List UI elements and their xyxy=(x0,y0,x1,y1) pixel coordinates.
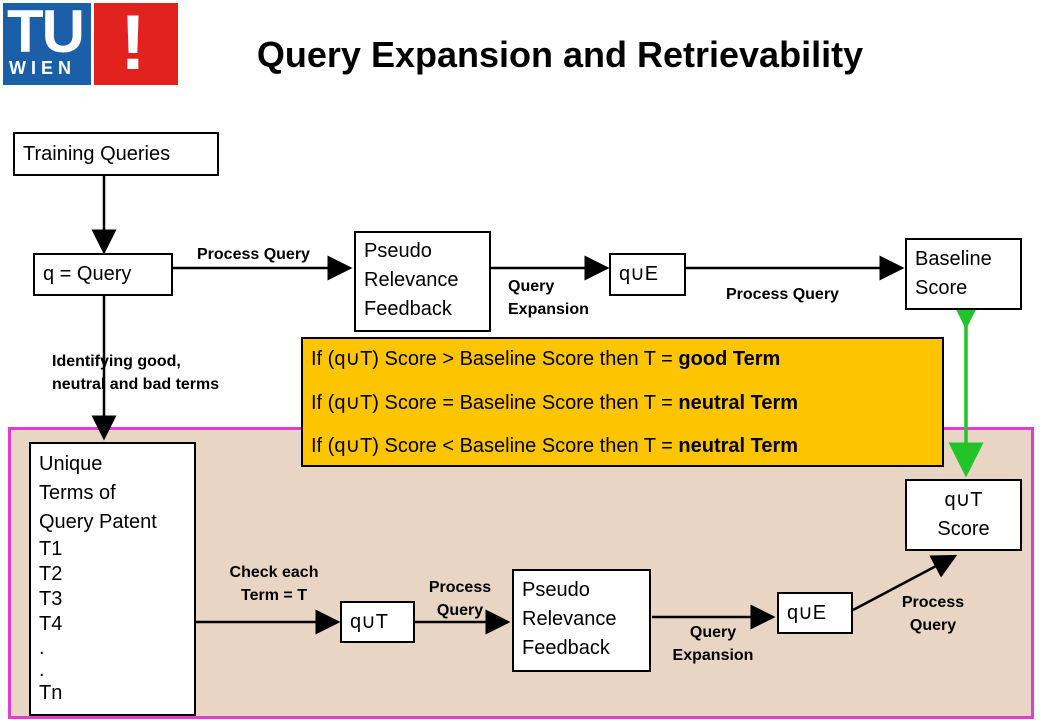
training-queries-label: Training Queries xyxy=(23,143,171,165)
prf-top-line-3: Feedback xyxy=(364,298,452,320)
rule-good-text: If (q∪T) Score > Baseline Score then T = xyxy=(311,348,679,370)
unique-terms-line-1: Unique xyxy=(39,453,103,475)
label-process-query-4-2: Query xyxy=(909,617,957,634)
label-process-query-1: Process Query xyxy=(197,246,310,263)
query-box: q = Query xyxy=(33,253,173,296)
label-check-each-2: Term = T xyxy=(241,587,307,604)
que-bottom-box: q∪E xyxy=(777,592,853,634)
qut-label: q∪T xyxy=(350,611,388,633)
label-process-query-2: Process Query xyxy=(726,286,839,303)
tu-logo: TU WIEN xyxy=(3,0,91,85)
rule-less-term: neutral Term xyxy=(678,435,799,457)
rule-equal-term: neutral Term xyxy=(678,392,799,414)
label-query-expansion-bottom: Query Expansion xyxy=(661,621,765,667)
prf-top-line-2: Relevance xyxy=(364,269,459,291)
training-queries-box: Training Queries xyxy=(13,132,219,176)
unique-terms-line-3: Query Patent xyxy=(39,511,157,533)
label-process-query-3-1: Process xyxy=(428,579,492,596)
baseline-line-1: Baseline xyxy=(915,248,992,270)
rules-box: If (q∪T) Score > Baseline Score then T =… xyxy=(301,337,944,467)
rule-good: If (q∪T) Score > Baseline Score then T =… xyxy=(311,346,780,371)
term-t3: T3 xyxy=(39,588,63,610)
rule-less: If (q∪T) Score < Baseline Score then T =… xyxy=(311,433,798,458)
label-query-expansion-top: Query Expansion xyxy=(508,275,589,321)
rule-less-text: If (q∪T) Score < Baseline Score then T = xyxy=(311,435,679,457)
qut-box: q∪T xyxy=(340,601,415,643)
rule-equal: If (q∪T) Score = Baseline Score then T =… xyxy=(311,390,798,415)
query-label: q = Query xyxy=(43,263,132,285)
term-t2: T2 xyxy=(39,563,63,585)
rule-good-term: good Term xyxy=(678,348,781,370)
label-check-each: Check each Term = T xyxy=(213,561,335,607)
label-query-expansion-bottom-1: Query xyxy=(689,624,737,641)
rule-equal-text: If (q∪T) Score = Baseline Score then T = xyxy=(311,392,679,414)
label-query-expansion-top-2: Expansion xyxy=(508,301,589,318)
prf-top-line-1: Pseudo xyxy=(364,240,432,262)
prf-bottom-box: Pseudo Relevance Feedback xyxy=(512,569,651,672)
baseline-line-2: Score xyxy=(915,277,968,299)
label-query-expansion-top-1: Query xyxy=(508,278,555,295)
label-query-expansion-bottom-2: Expansion xyxy=(672,647,754,664)
label-identifying: Identifying good, neutral and bad terms xyxy=(52,350,219,396)
label-process-query-4-1: Process xyxy=(901,594,965,611)
logo-tu-text: TU xyxy=(7,0,85,65)
page-title: Query Expansion and Retrievability xyxy=(256,34,864,75)
prf-bottom-line-2: Relevance xyxy=(522,608,617,630)
label-process-query-3: Process Query xyxy=(414,576,506,622)
logo-wien-text: WIEN xyxy=(9,58,76,78)
arrow-que-to-score xyxy=(852,554,958,612)
baseline-score-box: Baseline Score xyxy=(905,238,1022,310)
term-ellipsis-1: . xyxy=(39,637,45,659)
label-process-query-3-2: Query xyxy=(436,602,484,619)
que-top-label: q∪E xyxy=(619,263,659,285)
label-identifying-1: Identifying good, xyxy=(52,353,181,370)
term-t4: T4 xyxy=(39,613,63,635)
term-t1: T1 xyxy=(39,538,63,560)
que-top-box: q∪E xyxy=(609,253,686,296)
label-check-each-1: Check each xyxy=(229,564,319,581)
unique-terms-box: Unique Terms of Query Patent T1 T2 T3 T4… xyxy=(29,442,196,716)
que-bottom-label: q∪E xyxy=(787,602,827,624)
logo-exclamation-text: ! xyxy=(120,0,146,86)
unique-terms-line-2: Terms of xyxy=(39,482,116,504)
qut-score-line-1: q∪T xyxy=(944,489,983,511)
prf-bottom-line-1: Pseudo xyxy=(522,579,590,601)
qut-score-box: q∪T Score xyxy=(905,479,1022,551)
term-tn: Tn xyxy=(39,682,63,704)
label-process-query-4: Process Query xyxy=(888,591,978,637)
logo-exclamation-mark: ! xyxy=(94,0,178,86)
prf-bottom-line-3: Feedback xyxy=(522,637,610,659)
label-identifying-2: neutral and bad terms xyxy=(52,376,220,393)
prf-top-box: Pseudo Relevance Feedback xyxy=(354,231,491,332)
term-ellipsis-2: . xyxy=(39,659,45,681)
qut-score-line-2: Score xyxy=(937,518,990,540)
